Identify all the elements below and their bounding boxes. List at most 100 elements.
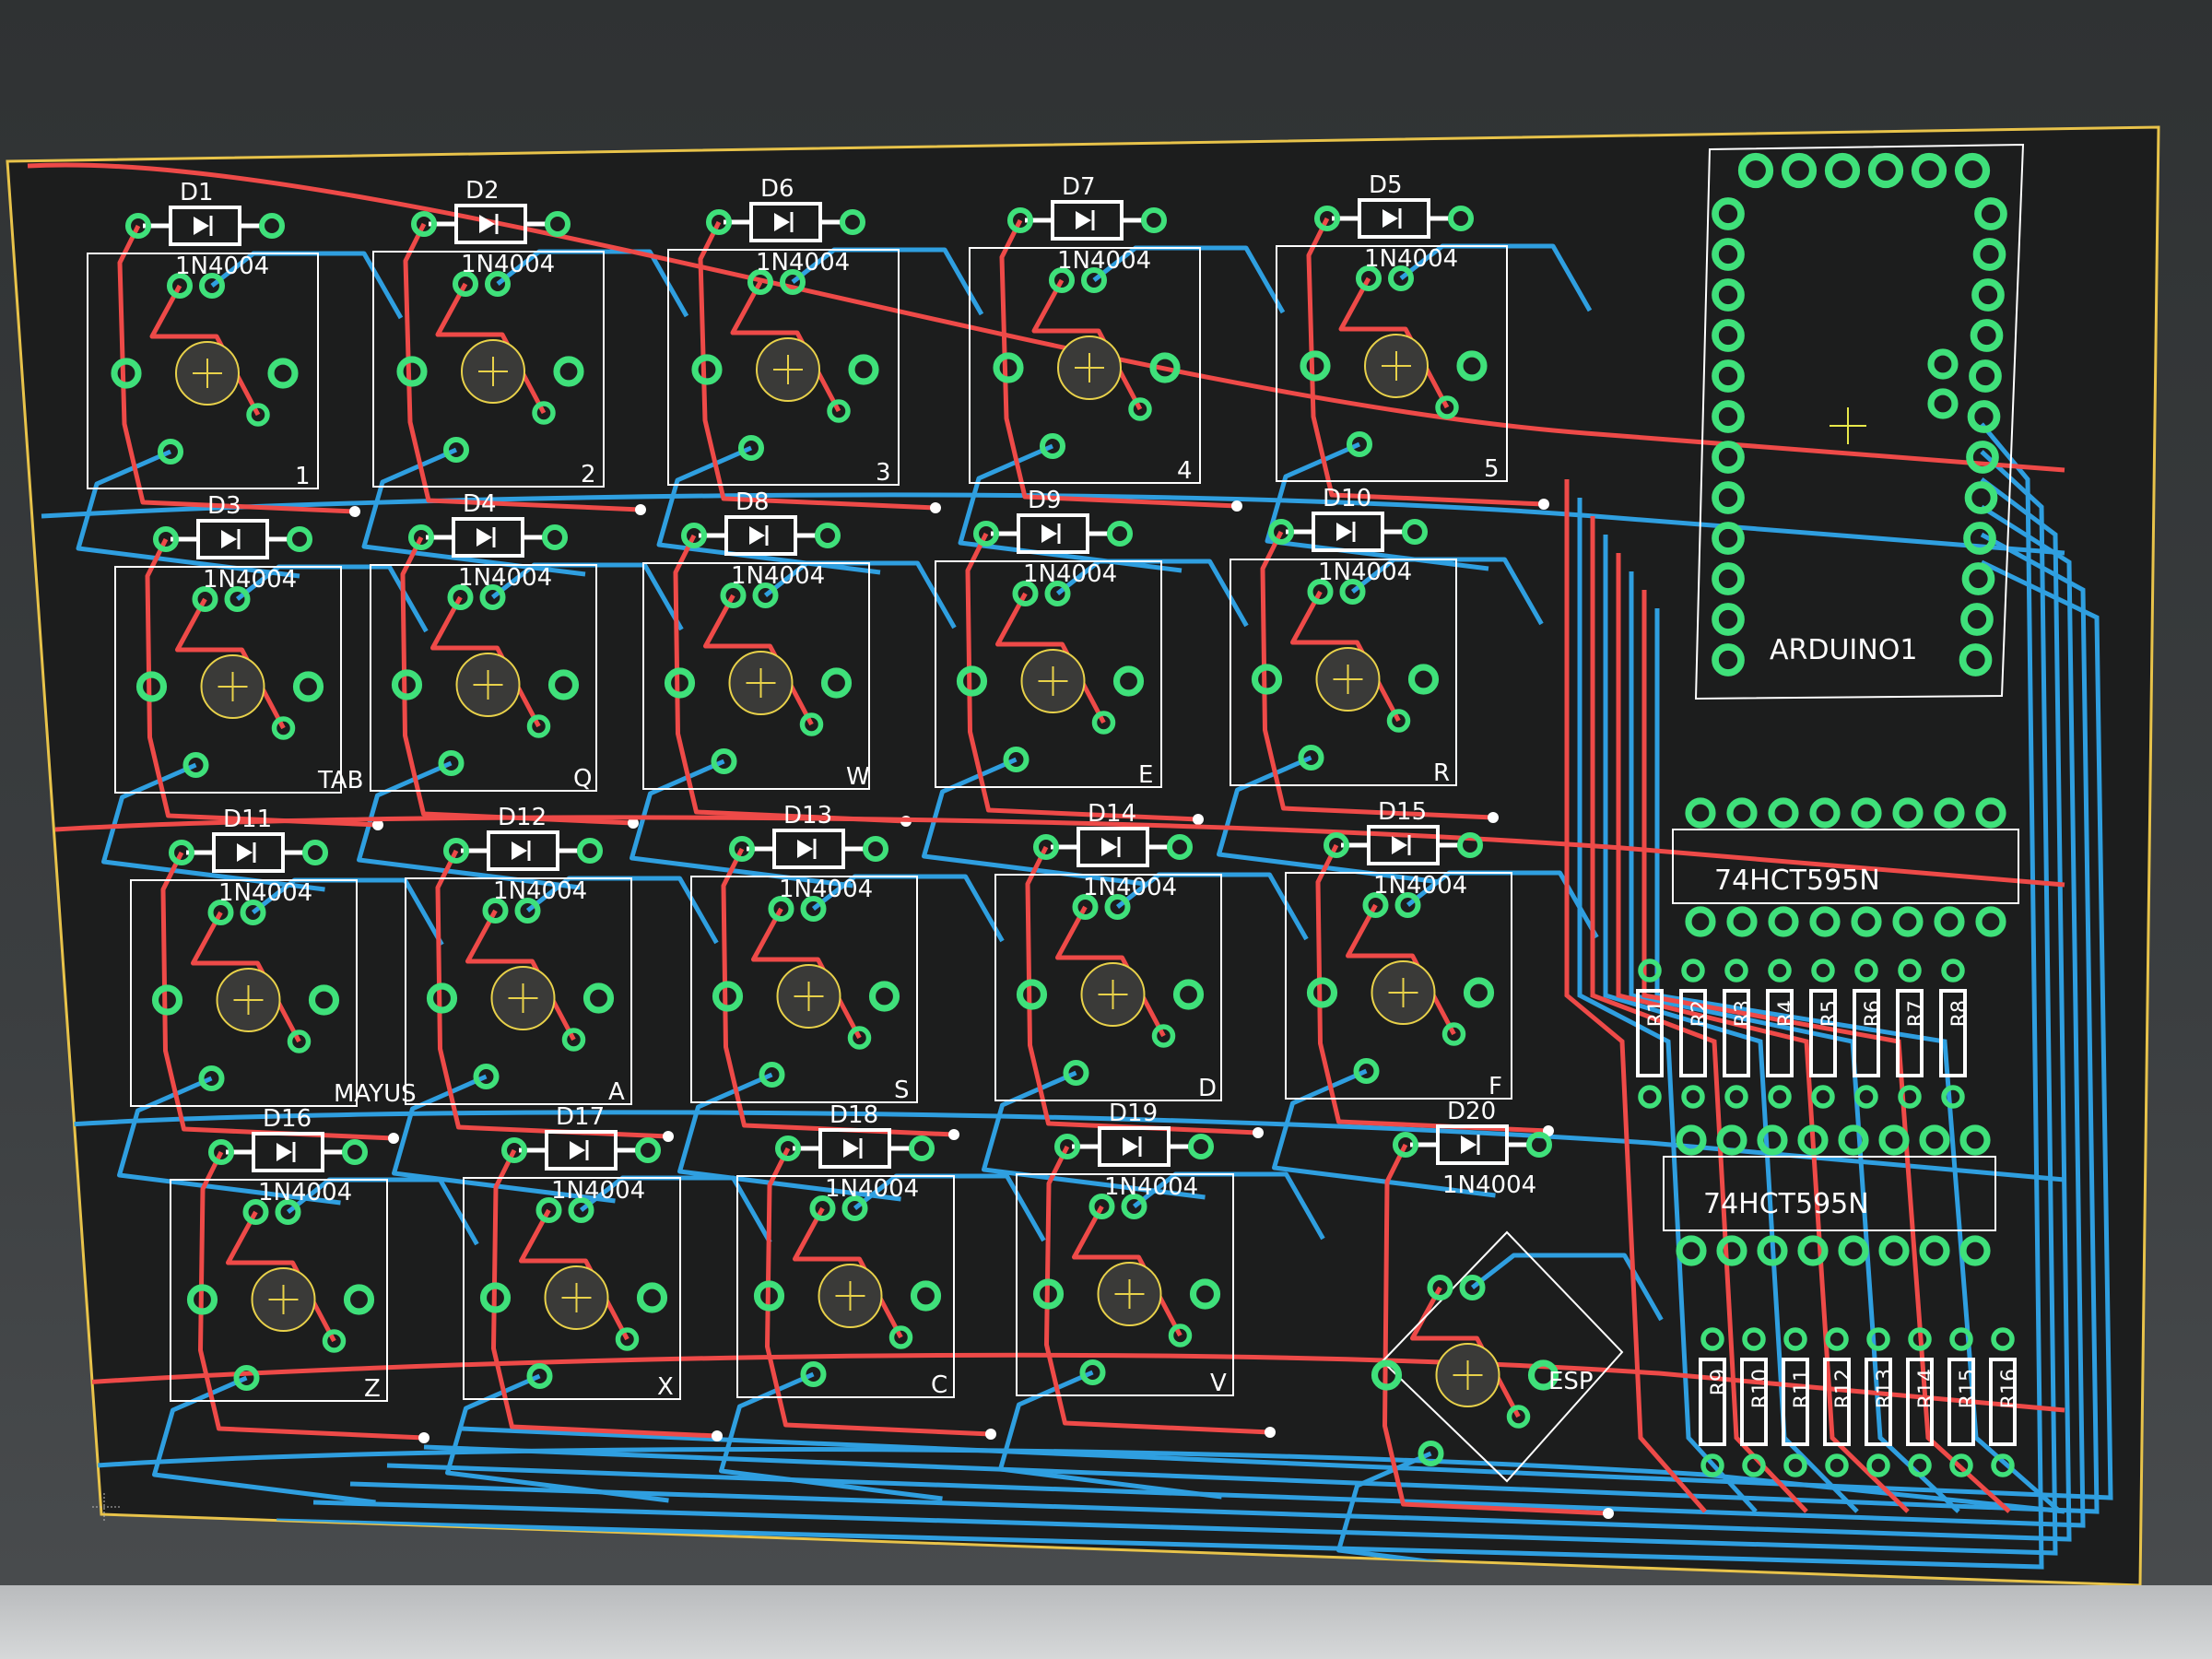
pad [1975, 906, 2006, 937]
pad [1353, 1057, 1380, 1085]
pad [1878, 1124, 1910, 1156]
diode-value-D10: 1N4004 [1318, 559, 1412, 586]
arduino-footprint[interactable]: ARDUINO1 [1694, 143, 2025, 700]
pad [1867, 152, 1904, 189]
resistor-R15-label: R15 [1957, 1369, 1980, 1408]
pad [1427, 1274, 1453, 1301]
pad [827, 399, 851, 423]
diode-symbol [276, 1143, 292, 1161]
pad [426, 982, 458, 1014]
monitor-bezel [0, 1585, 2212, 1659]
diode-value-D12: 1N4004 [493, 877, 587, 905]
pad [151, 984, 183, 1016]
resistor-R5[interactable]: R5 [1809, 959, 1841, 1109]
diode-ref-D6: D6 [760, 175, 794, 203]
resistor-R14[interactable]: R14 [1906, 1327, 1938, 1477]
pad [1128, 397, 1152, 421]
diode-symbol [512, 841, 527, 860]
pad [553, 356, 584, 387]
pad [664, 667, 696, 699]
diode-symbol [774, 213, 790, 231]
resistor-R11[interactable]: R11 [1782, 1327, 1814, 1477]
pad [111, 358, 142, 389]
pad [1854, 959, 1878, 982]
key-label-1: 2 [581, 461, 596, 488]
pad [1797, 1124, 1829, 1156]
diode-value-D3: 1N4004 [203, 566, 297, 594]
pad [908, 1135, 935, 1162]
diode-value-D2: 1N4004 [461, 251, 555, 278]
resistor-R7[interactable]: R7 [1896, 959, 1928, 1109]
resistor-R7-label: R7 [1905, 1000, 1928, 1027]
pad [1911, 152, 1947, 189]
pad [888, 1325, 913, 1349]
pad [680, 522, 708, 549]
switch-outline [87, 253, 319, 489]
resistor-R10[interactable]: R10 [1740, 1327, 1772, 1477]
resistor-R3[interactable]: R3 [1723, 959, 1755, 1109]
diode-symbol [1076, 211, 1091, 229]
resistor-R5-label: R5 [1818, 1000, 1841, 1027]
pad [1811, 959, 1835, 982]
switch-outline [736, 1175, 955, 1398]
pad [737, 434, 765, 462]
ic2-footprint[interactable]: 74HCT595N [1663, 1124, 1996, 1266]
pad [1387, 265, 1415, 292]
resistor-R2[interactable]: R2 [1679, 959, 1712, 1109]
pad [1975, 797, 2006, 829]
pad [1961, 562, 1995, 595]
pad [847, 1026, 872, 1050]
pad [1851, 797, 1882, 829]
resistor-R12[interactable]: R12 [1823, 1327, 1855, 1477]
resistor-R8[interactable]: R8 [1939, 959, 1971, 1109]
pad [442, 436, 470, 464]
pad [182, 751, 209, 779]
diode-value-D4: 1N4004 [458, 564, 552, 592]
pad [1048, 266, 1076, 294]
pad [473, 1063, 500, 1090]
pad [615, 1327, 640, 1351]
resistor-R6[interactable]: R6 [1853, 959, 1885, 1109]
switch-outline [994, 874, 1222, 1101]
diode-value-D6: 1N4004 [756, 249, 850, 276]
pad [1681, 959, 1705, 982]
pad [452, 270, 479, 298]
pad [1866, 1453, 1890, 1477]
resistor-R15[interactable]: R15 [1947, 1327, 1980, 1477]
key-label-14: F [1488, 1073, 1502, 1100]
pad [768, 895, 794, 923]
pad [526, 1362, 553, 1390]
pad [1267, 518, 1295, 546]
resistor-R16[interactable]: R16 [1989, 1327, 2021, 1477]
pad [1676, 1235, 1707, 1266]
resistor-R4[interactable]: R4 [1766, 959, 1798, 1109]
resistor-R1[interactable]: R1 [1636, 959, 1668, 1109]
pad [1811, 1085, 1835, 1109]
resistor-R9[interactable]: R9 [1699, 1327, 1731, 1477]
resistor-R13[interactable]: R13 [1865, 1327, 1897, 1477]
pad [1044, 580, 1071, 607]
ic1-footprint[interactable]: 74HCT595N [1672, 797, 2019, 937]
key-switch-footprints: D11N40041D21N40042D61N40043D71N40044D51N… [87, 171, 1624, 1483]
